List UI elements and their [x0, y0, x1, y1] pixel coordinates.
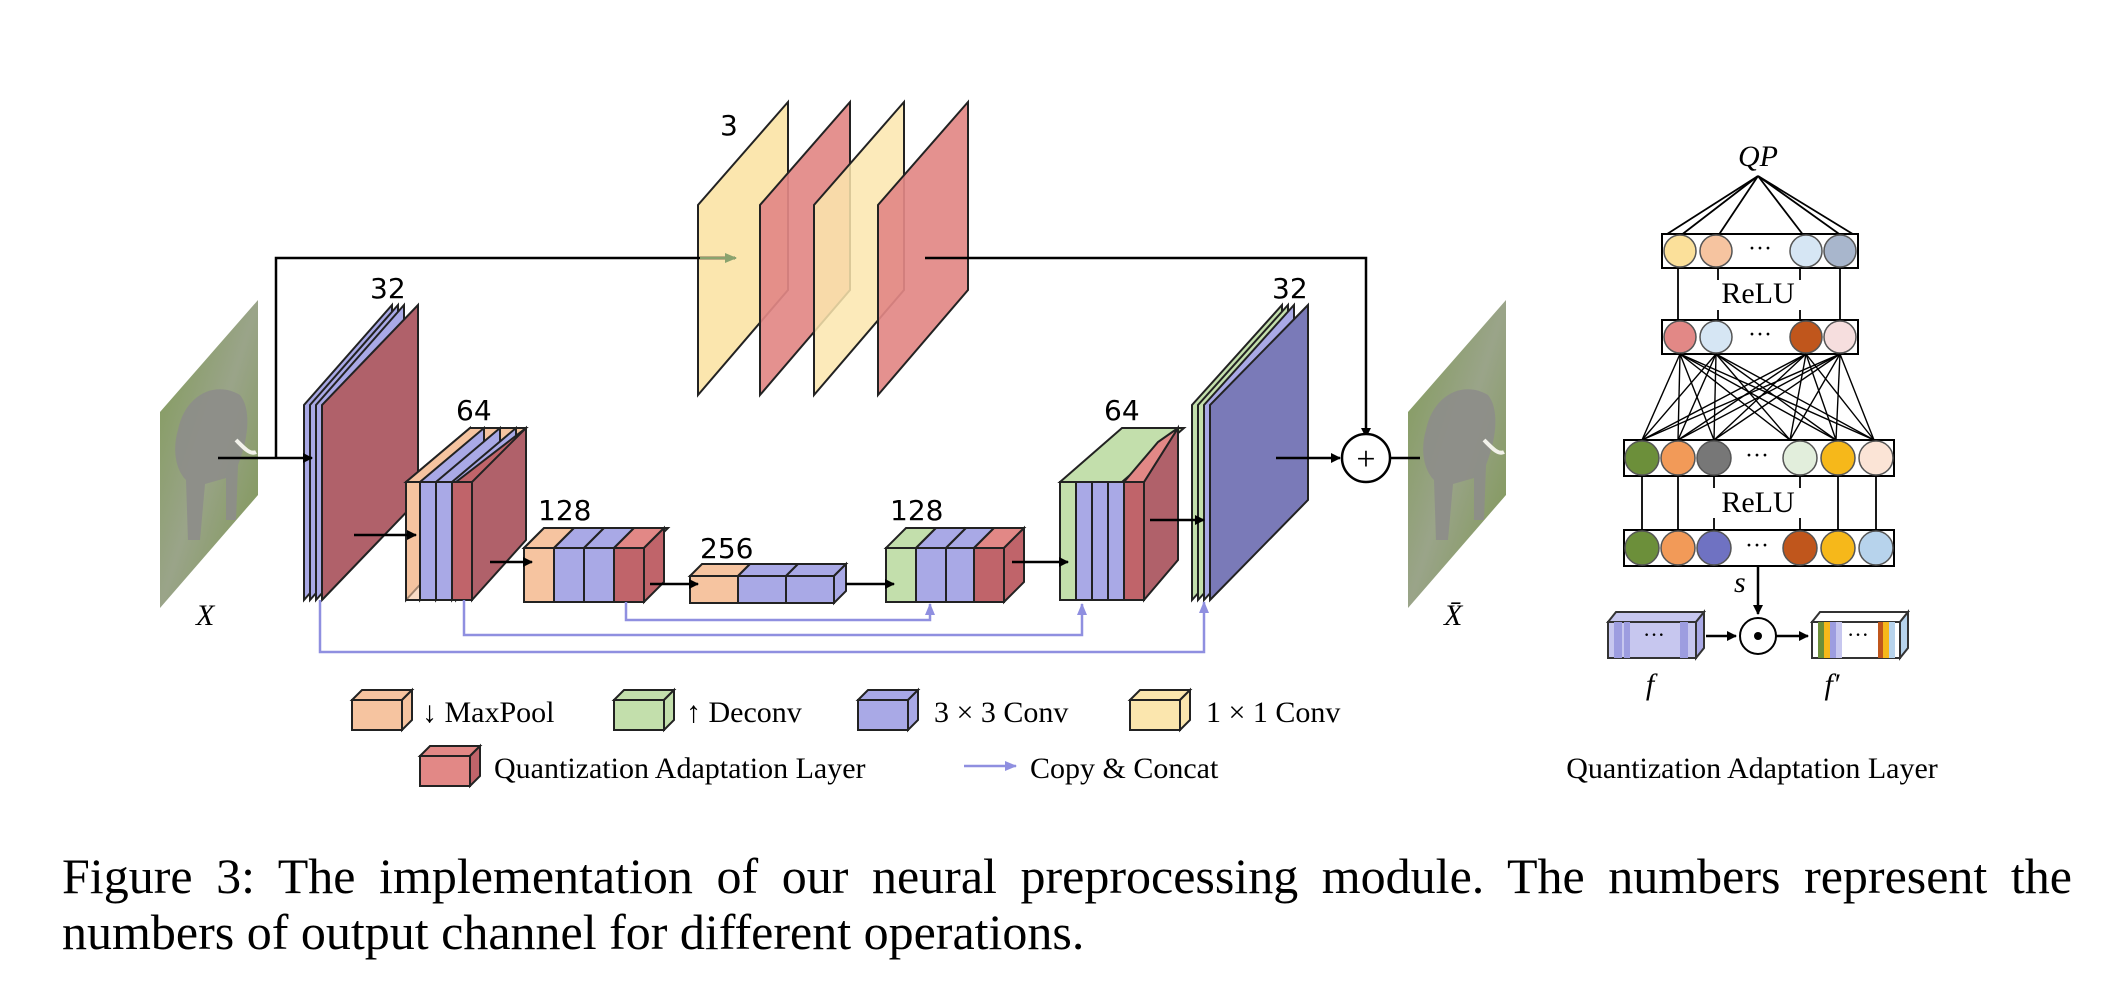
f-prime-block	[1809, 609, 1911, 661]
f-prime-dots: ···	[1847, 622, 1869, 647]
top-branch-planes	[697, 99, 969, 398]
decoder-block-64	[1057, 424, 1187, 603]
channel-label-enc3: 128	[538, 494, 591, 527]
copy-concat-enc1-dec1	[318, 600, 1209, 654]
layer-2-dots: ···	[1748, 322, 1772, 348]
layer-1-dots: ···	[1748, 236, 1772, 262]
relu-1-box	[1712, 280, 1806, 310]
legend-conv1-swatch	[1127, 687, 1193, 733]
qp-fan-lines	[1663, 175, 1857, 237]
f-block	[1605, 609, 1707, 661]
s-label: s	[1734, 566, 1746, 599]
layer-3-dots: ···	[1745, 443, 1769, 469]
layer-4-dots: ···	[1745, 533, 1769, 559]
output-image	[1408, 300, 1506, 608]
qal-qp-label: QP	[1738, 140, 1778, 173]
legend-deconv-label: ↑ Deconv	[686, 696, 802, 729]
decoder-block-32	[1191, 302, 1309, 603]
input-image	[160, 300, 258, 608]
input-label: X	[195, 599, 216, 632]
channel-label-enc2: 64	[456, 394, 492, 427]
dense-lines	[1641, 353, 1875, 441]
legend-conv3-swatch	[855, 687, 921, 733]
encoder-block-64	[403, 425, 529, 603]
top-plane-qal-b	[877, 99, 969, 398]
bottleneck-block-256	[687, 561, 849, 606]
f-label: f	[1646, 668, 1658, 701]
f-dots: ···	[1643, 622, 1665, 647]
legend-copy-label: Copy & Concat	[1030, 752, 1219, 785]
relu-1-label: ReLU	[1721, 277, 1795, 310]
relu-2-box	[1712, 488, 1806, 518]
legend: ↓ MaxPool ↑ Deconv 3 × 3 Conv 1 × 1 Conv…	[349, 687, 1340, 789]
top-skip-out	[925, 256, 1371, 438]
layer-3-nodes	[1624, 440, 1894, 476]
f-prime-label: f′	[1825, 668, 1840, 701]
qal-detail: QP ··· ReLU	[1566, 140, 1938, 785]
output-label: X̄	[1443, 599, 1464, 632]
layer-4-nodes	[1624, 530, 1894, 566]
qal-detail-title: Quantization Adaptation Layer	[1566, 752, 1938, 785]
figure-caption: Figure 3: The implementation of our neur…	[62, 848, 2072, 960]
legend-maxpool-label: ↓ MaxPool	[422, 696, 555, 729]
encoder-block-32	[303, 302, 419, 603]
channel-label-dec2: 64	[1104, 394, 1140, 427]
relu-2-label: ReLU	[1721, 486, 1795, 519]
legend-maxpool-swatch	[349, 687, 415, 733]
copy-concat-enc3-dec3	[624, 602, 935, 622]
top-skip-line	[274, 256, 735, 458]
legend-conv3-label: 3 × 3 Conv	[934, 696, 1068, 729]
channel-label-top: 3	[720, 109, 738, 142]
layer-2-nodes	[1663, 320, 1857, 354]
top-plane-conv1-b	[813, 99, 905, 398]
legend-deconv-swatch	[611, 687, 677, 733]
architecture-diagram: X X̄ 3 32 64	[160, 99, 1938, 789]
add-node-plus: +	[1356, 441, 1375, 478]
layer-1-nodes	[1663, 234, 1857, 268]
channel-label-bottleneck: 256	[700, 532, 753, 565]
channel-label-dec3: 128	[890, 494, 943, 527]
encoder-block-128	[521, 525, 671, 605]
copy-concat-enc2-dec2	[462, 600, 1087, 637]
channel-label-enc1: 32	[370, 272, 406, 305]
legend-qal-label: Quantization Adaptation Layer	[494, 752, 866, 785]
multiply-dot	[1754, 632, 1762, 640]
channel-label-dec1: 32	[1272, 272, 1308, 305]
decoder-block-128	[883, 525, 1027, 605]
legend-conv1-label: 1 × 1 Conv	[1206, 696, 1340, 729]
legend-qal-swatch	[417, 743, 483, 789]
top-plane-conv1-a	[697, 99, 789, 398]
